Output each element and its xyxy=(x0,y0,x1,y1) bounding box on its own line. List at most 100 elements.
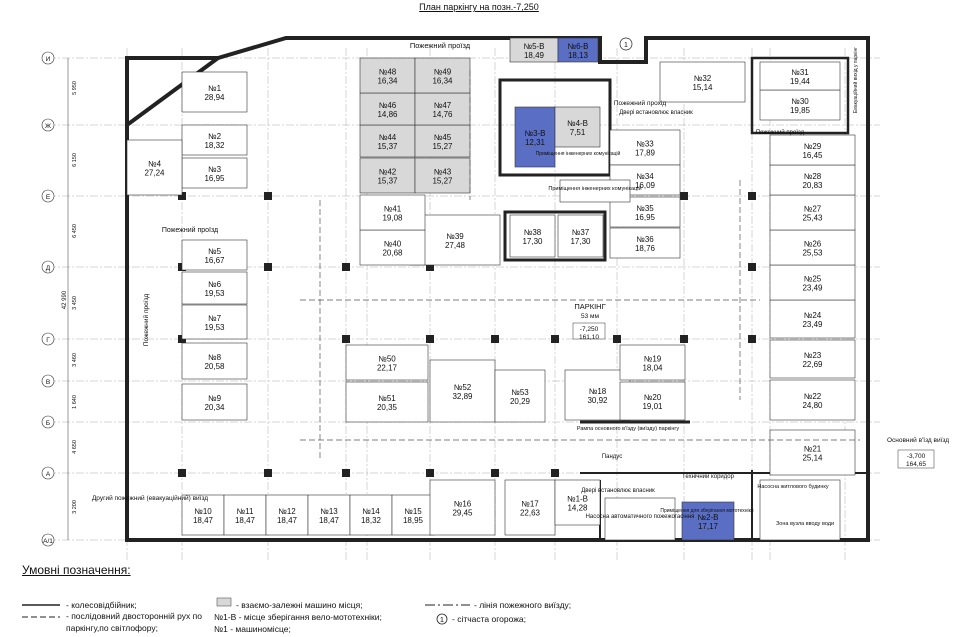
space-area: 22,17 xyxy=(377,364,398,373)
space-number: №2-В xyxy=(697,513,718,522)
parking-space xyxy=(769,194,856,231)
space-number: №4 xyxy=(148,160,162,169)
grid-row-label: А xyxy=(46,471,51,478)
core-right xyxy=(750,56,850,135)
space-area: 12,31 xyxy=(525,138,546,147)
parking-space xyxy=(359,229,426,266)
legend-item-bike: №1-В - місце зберігання вело-мототехніки… xyxy=(214,612,382,622)
structural-column xyxy=(426,469,434,477)
parking-space xyxy=(769,429,856,476)
parking-space xyxy=(659,61,746,103)
space-number: №18 xyxy=(589,387,607,396)
parking-space xyxy=(359,57,416,94)
label-pump-water: Насосна житлового будинку xyxy=(757,484,829,490)
structural-column xyxy=(491,335,499,343)
structural-column xyxy=(491,469,499,477)
space-area: 7,51 xyxy=(570,128,586,137)
space-number: №44 xyxy=(379,133,397,142)
label-fire-passage-3: Пожежний проїзд xyxy=(756,129,805,136)
parking-space xyxy=(181,271,248,305)
space-area: 18,13 xyxy=(568,51,589,60)
label-bike-room: Приміщення для зберігання мототехніки xyxy=(660,508,753,514)
label-doors-2: Двері встановлює власник xyxy=(581,488,655,494)
grid-row-bubble xyxy=(41,374,55,388)
grid-row-label: И xyxy=(46,56,51,63)
space-area: 17,30 xyxy=(570,237,591,246)
space-area: 18,47 xyxy=(235,516,256,525)
space-number: №4-В xyxy=(567,119,588,128)
dim-left: 6 150 xyxy=(72,153,78,167)
space-number: №5 xyxy=(208,247,222,256)
room-engineering xyxy=(559,179,631,203)
space-area: 32,89 xyxy=(452,392,473,401)
parking-space xyxy=(557,214,604,258)
structural-column xyxy=(426,335,434,343)
legend-marker-1: 1 xyxy=(440,617,444,624)
space-number: №48 xyxy=(379,68,397,77)
space-area: 18,47 xyxy=(277,516,298,525)
parking-space xyxy=(345,381,429,423)
parking-space xyxy=(414,57,471,94)
space-area: 18,32 xyxy=(361,516,382,525)
parking-space xyxy=(509,37,559,63)
structural-column xyxy=(264,469,272,477)
dim-left: 6 450 xyxy=(72,224,78,238)
space-number: №23 xyxy=(804,351,822,360)
grid-row-bubble xyxy=(41,332,55,346)
dim-left: 4 650 xyxy=(72,440,78,454)
space-number: №38 xyxy=(524,228,542,237)
grid-row-bubble xyxy=(41,466,55,480)
space-area: 24,80 xyxy=(802,401,823,410)
parking-space xyxy=(554,479,601,526)
space-number: №11 xyxy=(237,507,254,516)
parking-space xyxy=(181,71,248,113)
label-pump-fire: Насосна автоматичного пожежогасіння xyxy=(586,514,695,520)
space-area: 20,58 xyxy=(204,362,225,371)
space-number: №52 xyxy=(454,383,472,392)
space-number: №40 xyxy=(384,240,402,249)
space-area: 14,86 xyxy=(377,110,398,119)
dim-left: 3 450 xyxy=(72,296,78,310)
parking-space xyxy=(494,369,546,423)
space-area: 20,35 xyxy=(377,403,398,412)
structural-column xyxy=(178,192,186,200)
grid-row-bubble xyxy=(41,189,55,203)
structural-column xyxy=(426,263,434,271)
space-number: №16 xyxy=(454,500,472,509)
space-number: №37 xyxy=(572,228,590,237)
space-area: 22,69 xyxy=(802,360,823,369)
dim-left: 5 950 xyxy=(72,81,78,95)
space-number: №19 xyxy=(644,355,662,364)
space-number: №34 xyxy=(636,172,654,181)
space-number: №29 xyxy=(804,142,822,151)
core-north xyxy=(498,78,612,177)
space-number: №3-В xyxy=(524,129,545,138)
space-number: №31 xyxy=(791,68,809,77)
parking-space xyxy=(181,304,248,340)
structural-column xyxy=(342,469,350,477)
room-pump-fire xyxy=(604,497,676,541)
parking-space xyxy=(769,164,856,196)
legend-item-fire-line: - лінія пожежного виїзду; xyxy=(474,600,572,610)
parking-space xyxy=(609,129,681,166)
space-area: 16,09 xyxy=(635,181,656,190)
structural-column xyxy=(613,335,621,343)
space-area: 20,83 xyxy=(802,181,823,190)
space-area: 19,44 xyxy=(790,77,811,86)
structural-column xyxy=(551,335,559,343)
text-labels: №128,94№218,32№316,95№427,24№516,67№619,… xyxy=(92,37,949,531)
structural-column xyxy=(264,263,272,271)
space-number: №17 xyxy=(521,500,539,509)
space-number: №21 xyxy=(804,445,822,454)
parking-space xyxy=(769,299,856,339)
space-number: №30 xyxy=(791,97,809,106)
space-number: №15 xyxy=(404,507,422,516)
parking-space xyxy=(181,342,248,380)
grid-row-label: Е xyxy=(46,194,51,201)
parking-space xyxy=(414,157,471,194)
label-parking-area: 161,10 xyxy=(579,334,599,341)
grid-row-bubble xyxy=(41,118,55,132)
space-area: 18,04 xyxy=(642,364,663,373)
space-number: №1-В xyxy=(567,495,588,504)
parking-space xyxy=(223,494,267,536)
